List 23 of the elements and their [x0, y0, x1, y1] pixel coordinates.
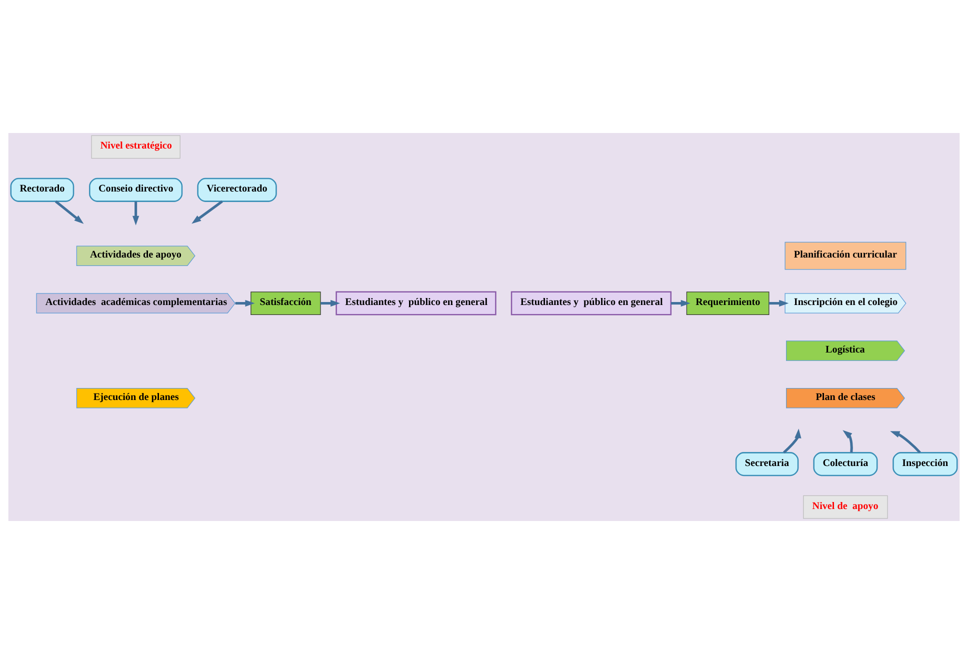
node-box: Nivel de apoyo: [803, 494, 888, 518]
node-box: Inspección: [892, 452, 958, 476]
arrow: [320, 299, 340, 306]
arrow: [671, 299, 690, 306]
arrow: [768, 299, 789, 306]
arrow: [132, 200, 140, 225]
arrow: [54, 200, 84, 224]
node-box: Requerimiento: [686, 291, 770, 314]
node-box: Rectorado: [10, 177, 74, 202]
arrow: [192, 200, 223, 224]
arrow: [842, 430, 853, 452]
node-box: Vicerectorado: [197, 177, 277, 202]
node-box: Colecturía: [813, 452, 878, 476]
node-box: Satisfacción: [250, 291, 321, 314]
node-box: Secretaria: [735, 452, 799, 476]
node-box: Planificación curricular: [784, 241, 906, 270]
node-box: Nivel estratégico: [91, 134, 180, 158]
arrow: [890, 430, 921, 453]
node-box: Conseio directivo: [89, 177, 183, 202]
node-box: Estudiantes y público en general: [510, 290, 672, 315]
arrow: [235, 299, 255, 306]
node-box: Estudiantes y público en general: [336, 290, 496, 315]
arrow: [783, 428, 802, 453]
